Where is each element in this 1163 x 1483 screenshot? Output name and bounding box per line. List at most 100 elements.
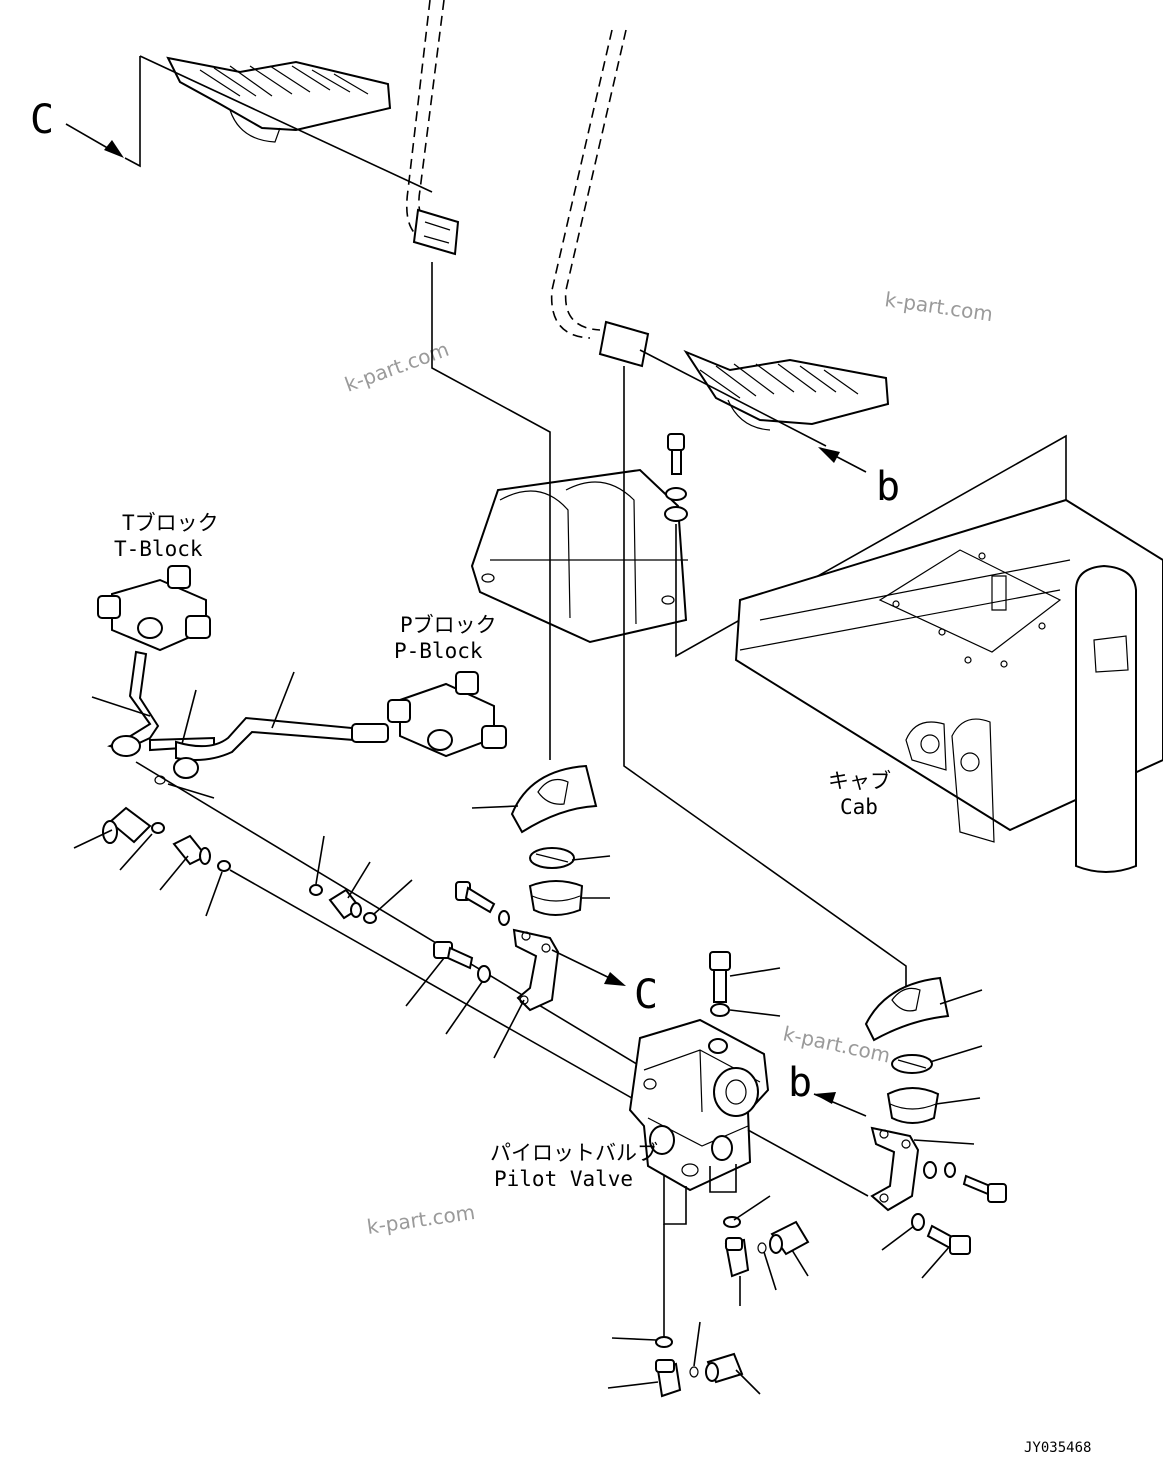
oring-9 <box>689 1366 699 1378</box>
leader-oring-5 <box>373 879 413 915</box>
leader-clip-right <box>929 1045 983 1063</box>
leader-hose-1 <box>91 696 151 717</box>
leader-elbow-2 <box>607 1381 659 1389</box>
leader-bracket-bolt-right <box>921 1245 951 1279</box>
pedal-cover <box>470 468 688 644</box>
pilot-valve-label-en: Pilot Valve <box>494 1167 633 1191</box>
oring-5 <box>363 912 377 924</box>
elbow-fitting-2 <box>655 1359 682 1398</box>
arrow-b-mid-head <box>814 1092 836 1104</box>
left-lever <box>406 0 460 256</box>
fitting-elbow <box>102 806 152 844</box>
leader-hose-3 <box>271 671 295 729</box>
leader-valve-bottom-bracket <box>663 1176 687 1225</box>
washer-left <box>477 965 491 983</box>
bracket-left <box>512 928 560 1012</box>
cab-pillar <box>1075 564 1137 873</box>
leader-oring-8 <box>611 1337 657 1341</box>
leader-nipple <box>347 861 371 899</box>
arrow-c-top-head <box>104 140 124 158</box>
leader-straight-fitting-2 <box>735 1369 761 1395</box>
washer-right-1 <box>944 1162 956 1178</box>
washer-right-2 <box>911 1213 925 1231</box>
bracket-bolt-right <box>926 1224 971 1255</box>
leader-pad-right <box>939 989 983 1005</box>
leader-valve-washer <box>729 1009 781 1017</box>
leader-boot-right <box>935 1097 981 1105</box>
fitting-nipple <box>328 888 362 920</box>
bracket-bolt-left <box>433 941 474 970</box>
leader-oring-9 <box>693 1321 701 1367</box>
p-block-label-en: P-Block <box>394 639 483 663</box>
leader-right-pedal <box>639 349 827 447</box>
leader-hose-2 <box>181 689 197 745</box>
t-block-label-ja: Tブロック <box>122 511 219 535</box>
leader-valve-bolt <box>729 967 781 977</box>
right-pedal <box>683 349 890 431</box>
fitting-adapter <box>172 834 211 866</box>
boot-left <box>528 880 584 916</box>
bracket-pin-right <box>962 1174 1007 1203</box>
leader-valve-to-bracket-right <box>747 1129 869 1197</box>
arrow-b-top-head <box>818 447 840 463</box>
oring-4 <box>309 884 323 896</box>
valve-bolt <box>709 951 731 1003</box>
leader-clip-left <box>571 855 611 861</box>
pedal-pad-left <box>510 764 598 834</box>
leader-oring-3 <box>205 871 223 917</box>
callout-c-top: C <box>30 97 54 143</box>
pilot-valve-label-ja: パイロットバルブ <box>490 1141 658 1165</box>
watermark-2: k-part.com <box>883 287 994 326</box>
bracket-pin-left <box>455 881 510 926</box>
oring-2 <box>151 822 165 834</box>
drawing-code: JY035468 <box>1024 1440 1091 1456</box>
leader-washer-right-2 <box>881 1225 915 1251</box>
leader-bracket-right <box>913 1139 975 1145</box>
callout-b-top: b <box>876 464 900 510</box>
leader-pad-left <box>471 805 519 809</box>
leader-oring-6 <box>733 1195 771 1221</box>
callout-b-mid: b <box>788 1060 812 1106</box>
bracket-right <box>870 1126 937 1212</box>
leader-left-pedal <box>139 55 433 193</box>
elbow-fitting-1 <box>724 1237 750 1278</box>
callout-c-mid: C <box>634 972 658 1018</box>
t-block <box>97 565 211 652</box>
hose-assembly <box>107 650 389 785</box>
straight-fitting-1 <box>769 1220 810 1256</box>
pedal-pad-right <box>864 976 950 1042</box>
pilot-valve <box>628 1018 770 1192</box>
leader-oring-7 <box>763 1251 777 1291</box>
oring-3 <box>217 860 231 872</box>
straight-fitting-2 <box>705 1352 744 1384</box>
watermark-4: k-part.com <box>365 1200 476 1239</box>
clip-left <box>529 847 575 869</box>
leader-right-lever-down <box>623 366 907 986</box>
left-pedal <box>166 56 392 143</box>
watermark-1: k-part.com <box>342 337 453 397</box>
leader-hose-to-valve <box>135 761 641 1067</box>
leader-oring-4 <box>315 835 325 885</box>
valve-washer <box>710 1003 730 1017</box>
arrow-c-mid-head <box>604 972 626 986</box>
leader-oring-2 <box>119 833 153 871</box>
leader-adapter <box>159 855 189 891</box>
leader-valve-side-bracket <box>709 1164 737 1193</box>
cab-floor <box>734 498 1163 843</box>
p-block-label-ja: Pブロック <box>400 613 497 637</box>
right-lever <box>550 29 650 368</box>
clip-right <box>891 1054 933 1074</box>
leader-fitting-elbow <box>73 829 113 849</box>
cover-bolt <box>664 433 688 522</box>
leader-bracket-left <box>493 999 525 1059</box>
c-leader-bracket-top <box>124 56 141 168</box>
leader-bracket-bolt-left <box>405 957 445 1007</box>
t-block-label-en: T-Block <box>114 537 203 561</box>
cab-label-ja: キャブ <box>828 769 891 793</box>
p-block <box>387 671 507 758</box>
leader-straight-fitting-1 <box>791 1249 809 1277</box>
boot-right <box>886 1087 940 1124</box>
cab-label-en: Cab <box>840 795 878 819</box>
leader-washer-left <box>445 981 483 1035</box>
